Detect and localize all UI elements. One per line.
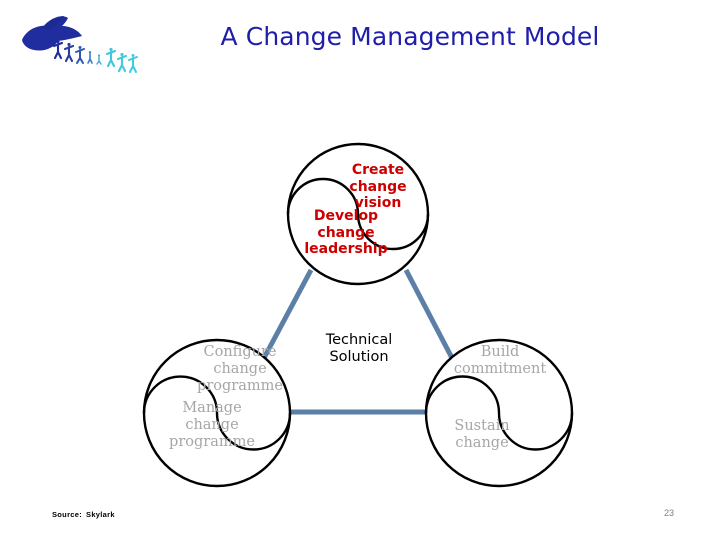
page-number: 23 [664, 508, 675, 518]
source-label: Source: [52, 510, 83, 519]
build-commitment-label: Build commitment [453, 344, 547, 378]
develop-change-leadership-label: Develop change leadership [304, 208, 388, 258]
connector-top-left [261, 268, 314, 360]
source-note: Source:Skylark [52, 510, 115, 519]
commitment-circle [424, 338, 574, 488]
technical-solution-label: Technical Solution [325, 332, 393, 366]
source-value: Skylark [86, 510, 115, 519]
create-change-vision-circle [286, 142, 430, 286]
change-programme-circle [142, 338, 292, 488]
sustain-change-label: Sustain change [454, 418, 510, 452]
create-change-vision-label: Create change vision [349, 162, 407, 212]
configure-change-programme-label: Configure change programme [197, 344, 283, 395]
manage-change-programme-label: Manage change programme [169, 400, 255, 451]
page-title: A Change Management Model [220, 22, 600, 51]
connector-top-right [403, 268, 455, 360]
bird-glyph [22, 16, 82, 51]
connector-lines [261, 268, 455, 415]
people-trail [52, 39, 138, 73]
skylark-bird-logo [12, 8, 142, 80]
